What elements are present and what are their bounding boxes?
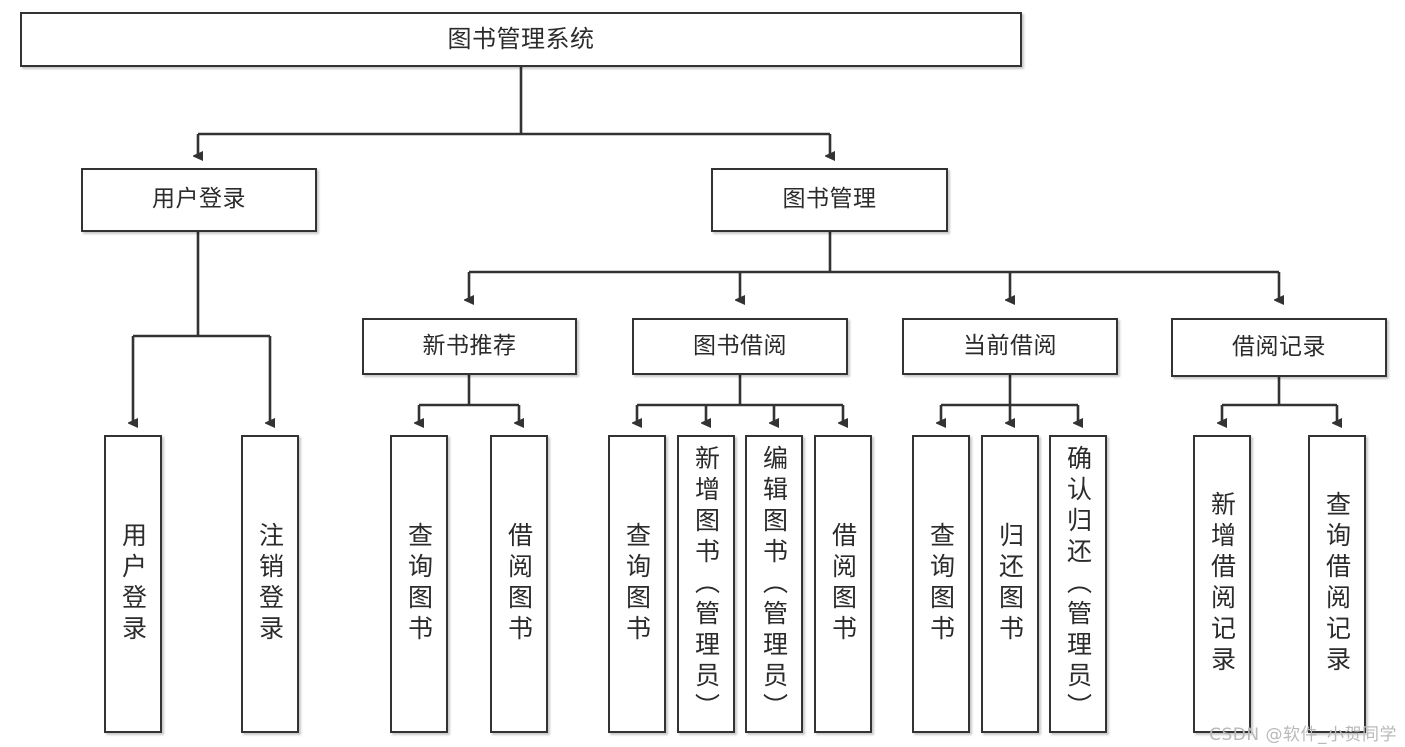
node-label: 注销登录 [255,522,285,646]
node-current-borrow[interactable]: 当前借阅 [902,318,1118,375]
node-borrow-record[interactable]: 借阅记录 [1171,318,1387,377]
node-leaf-query-book-3[interactable]: 查询图书 [912,435,970,733]
node-label: 新增借阅记录 [1207,491,1237,677]
node-book-borrow[interactable]: 图书借阅 [632,318,848,375]
node-label: 用户登录 [152,186,246,213]
node-label: 归还图书 [995,522,1025,646]
node-label: 查询图书 [926,522,956,646]
node-label: 查询借阅记录 [1322,491,1352,677]
node-label: 查询图书 [404,522,434,646]
node-label: 图书借阅 [693,332,787,359]
node-new-book-recommend[interactable]: 新书推荐 [362,318,577,375]
node-leaf-return-book[interactable]: 归还图书 [981,435,1039,733]
node-leaf-query-book-2[interactable]: 查询图书 [608,435,666,733]
node-label: 确认归还（管理员） [1063,444,1093,724]
node-label: 查询图书 [622,522,652,646]
node-leaf-confirm-return[interactable]: 确认归还（管理员） [1049,435,1107,733]
node-leaf-add-record[interactable]: 新增借阅记录 [1193,435,1251,733]
node-label: 用户登录 [118,522,148,646]
node-leaf-borrow-book-1[interactable]: 借阅图书 [490,435,548,733]
node-label: 图书管理 [782,186,877,213]
node-user-login[interactable]: 用户登录 [81,168,317,232]
node-label: 新书推荐 [422,332,517,359]
node-label: 借阅记录 [1232,333,1326,360]
node-leaf-query-record[interactable]: 查询借阅记录 [1308,435,1366,733]
node-label: 借阅图书 [828,522,858,646]
node-label: 新增图书（管理员） [691,444,721,724]
node-label: 编辑图书（管理员） [759,444,789,724]
node-leaf-user-login[interactable]: 用户登录 [104,435,162,733]
node-leaf-query-book-1[interactable]: 查询图书 [390,435,448,733]
node-label: 当前借阅 [963,332,1057,359]
node-leaf-logout[interactable]: 注销登录 [241,435,299,733]
node-label: 借阅图书 [504,522,534,646]
node-leaf-borrow-book-2[interactable]: 借阅图书 [814,435,872,733]
node-book-manage[interactable]: 图书管理 [711,168,948,232]
watermark-text: CSDN @软件_小贺同学 [1209,725,1397,745]
node-root-system[interactable]: 图书管理系统 [20,12,1022,67]
node-label: 图书管理系统 [447,25,595,54]
node-leaf-add-book[interactable]: 新增图书（管理员） [677,435,735,733]
node-leaf-edit-book[interactable]: 编辑图书（管理员） [745,435,803,733]
